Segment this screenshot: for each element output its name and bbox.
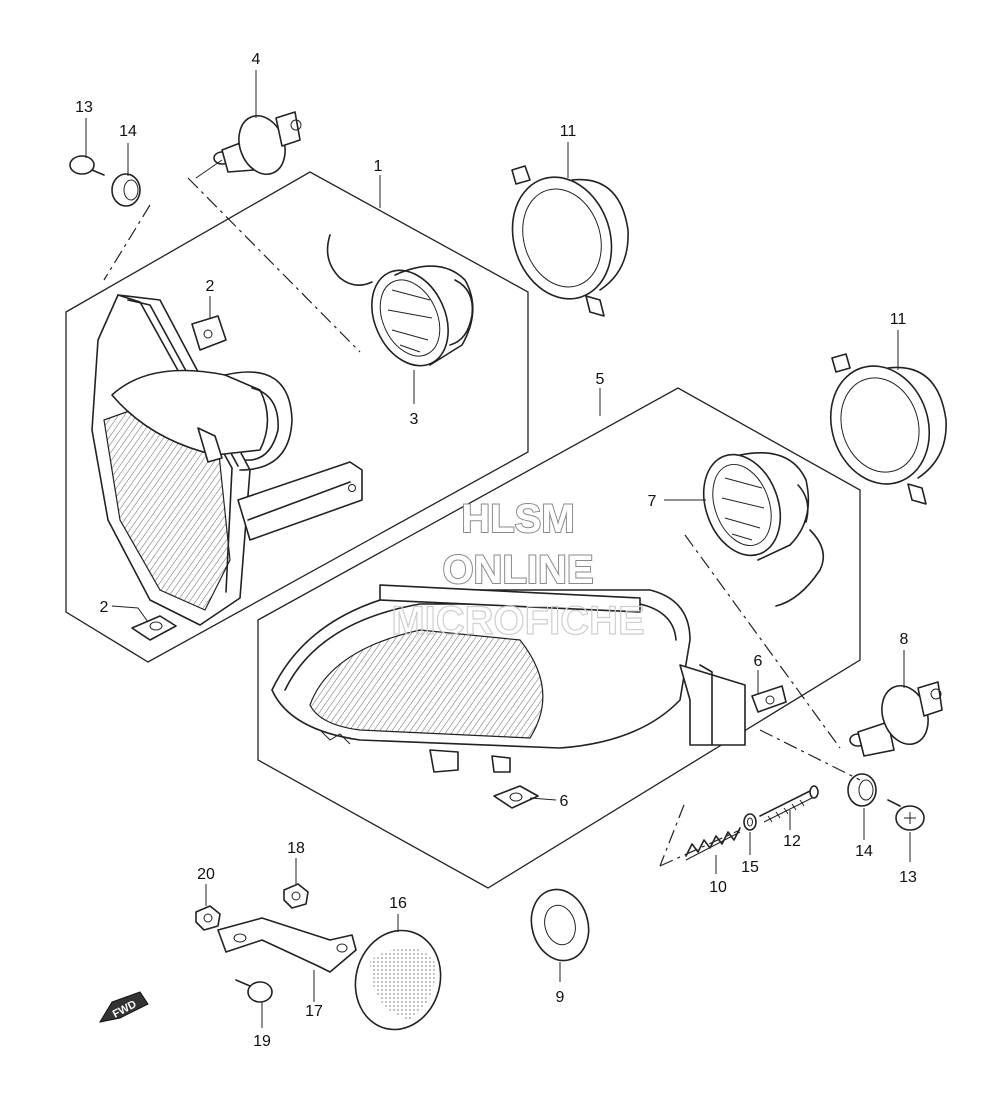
watermark-line-3: MICROFICHE bbox=[391, 599, 644, 643]
callout-17: 17 bbox=[305, 1003, 323, 1020]
callout-20: 20 bbox=[197, 866, 215, 883]
callout-6: 6 bbox=[754, 653, 763, 670]
left-headlamp-unit bbox=[91, 294, 363, 626]
assembly-frame-5 bbox=[257, 387, 861, 889]
part-10-spring bbox=[685, 827, 741, 861]
alignment-lines bbox=[103, 159, 861, 867]
part-2-clip-upper bbox=[191, 315, 227, 351]
callout-8: 8 bbox=[900, 631, 909, 648]
part-11-ring-lower bbox=[829, 353, 947, 505]
part-15-washer bbox=[743, 813, 757, 831]
part-14-grommet-right bbox=[847, 773, 877, 807]
part-18-nut bbox=[283, 883, 309, 909]
part-20-nut bbox=[195, 905, 221, 931]
callout-6: 6 bbox=[560, 793, 569, 810]
callout-numbers: 1 2 2 3 4 5 6 6 7 8 9 10 11 11 12 13 13 … bbox=[75, 51, 917, 1050]
callout-14: 14 bbox=[119, 123, 137, 140]
watermark-line-1: HLSM bbox=[461, 497, 574, 541]
callout-18: 18 bbox=[287, 840, 305, 857]
callout-2: 2 bbox=[100, 599, 109, 616]
part-9-grommet bbox=[530, 888, 590, 962]
callout-10: 10 bbox=[709, 879, 727, 896]
callout-13: 13 bbox=[899, 869, 917, 886]
callout-5: 5 bbox=[596, 371, 605, 388]
callout-11: 11 bbox=[890, 311, 907, 328]
assembly-frame-1 bbox=[65, 171, 529, 663]
part-2-clip-lower bbox=[131, 615, 177, 641]
leader-lines bbox=[85, 70, 911, 1028]
callout-7: 7 bbox=[648, 493, 657, 510]
right-headlamp-unit bbox=[271, 584, 746, 773]
part-6-clip-upper bbox=[751, 685, 787, 713]
callout-1: 1 bbox=[374, 158, 383, 175]
callout-14: 14 bbox=[855, 843, 873, 860]
watermark-line-2: ONLINE bbox=[442, 548, 593, 592]
part-19-bolt bbox=[235, 979, 273, 1003]
part-7-socket bbox=[702, 452, 825, 607]
part-17-bracket bbox=[217, 917, 357, 973]
callout-16: 16 bbox=[389, 895, 407, 912]
part-3-socket bbox=[326, 234, 474, 367]
part-13-screw-right bbox=[887, 799, 925, 831]
part-11-ring-upper bbox=[511, 165, 629, 317]
callout-9: 9 bbox=[556, 989, 565, 1006]
watermark: HLSM ONLINE MICROFICHE bbox=[391, 496, 646, 644]
callout-4: 4 bbox=[252, 51, 261, 68]
callout-13: 13 bbox=[75, 99, 93, 116]
part-4-bulb bbox=[213, 111, 302, 175]
part-12-adjust-screw bbox=[759, 785, 819, 823]
part-16-reflector bbox=[354, 929, 442, 1031]
part-6-clip-lower bbox=[493, 785, 539, 809]
callout-11: 11 bbox=[560, 123, 577, 140]
part-8-bulb bbox=[849, 681, 943, 757]
callout-2: 2 bbox=[206, 278, 215, 295]
callout-19: 19 bbox=[253, 1033, 271, 1050]
fwd-arrow-icon: FWD bbox=[98, 991, 149, 1023]
callout-15: 15 bbox=[741, 859, 759, 876]
callout-3: 3 bbox=[410, 411, 419, 428]
callout-12: 12 bbox=[783, 833, 801, 850]
part-14-grommet-left bbox=[111, 173, 141, 207]
part-13-screw-left bbox=[69, 155, 105, 176]
